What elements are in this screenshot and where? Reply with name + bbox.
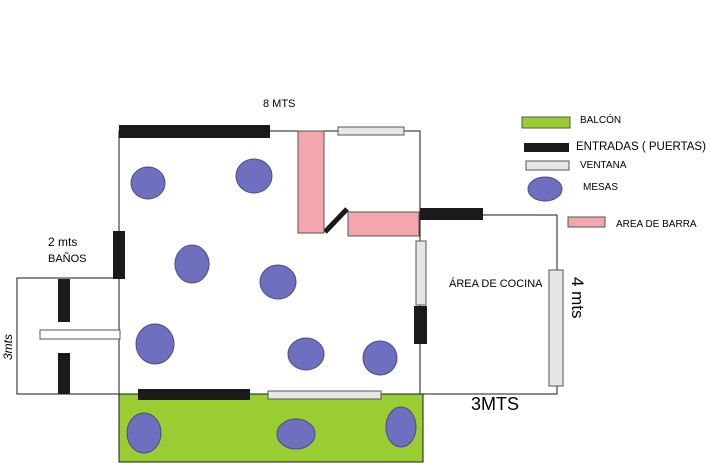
legend-swatch-window <box>525 160 570 171</box>
door-kitchen-side <box>414 306 427 344</box>
bar-counter-vertical <box>297 130 325 234</box>
door-bath-upper <box>58 279 70 322</box>
legend-label-window: VENTANA <box>580 160 627 171</box>
door-bathroom-entry <box>113 231 125 279</box>
label-top-width: 8 MTS <box>263 98 295 110</box>
legend-swatch-balcony <box>521 116 571 129</box>
table <box>174 244 210 284</box>
legend-label-balcony: BALCÓN <box>580 113 621 126</box>
label-bath-width: 2 mts <box>48 235 77 249</box>
table <box>135 323 175 365</box>
balcony-area <box>118 393 424 463</box>
legend-swatch-bar <box>567 216 606 228</box>
door-kitchen-top <box>420 208 483 220</box>
door-bath-lower <box>58 353 70 394</box>
table <box>130 166 166 200</box>
label-kitchen: ÁREA DE COCINA <box>449 277 543 290</box>
window-top <box>337 126 405 136</box>
label-bath-height: 3mts <box>1 334 15 360</box>
window-balcony <box>267 390 382 400</box>
table <box>126 412 162 454</box>
table <box>385 406 417 448</box>
label-bath-name: BAÑOS <box>48 252 87 265</box>
legend-label-entrances: ENTRADAS ( PUERTAS) <box>576 141 706 153</box>
table <box>362 340 398 376</box>
legend-swatch-entrances <box>524 143 569 152</box>
table <box>287 337 325 371</box>
label-kitchen-width: 3MTS <box>471 394 519 414</box>
legend-label-bar: AREA DE BARRA <box>616 219 697 230</box>
legend: BALCÓN ENTRADAS ( PUERTAS) VENTANA MESAS… <box>521 113 706 230</box>
legend-label-tables: MESAS <box>583 182 618 193</box>
table <box>235 158 273 194</box>
kitchen-wall <box>420 214 558 395</box>
table <box>259 264 297 300</box>
bar-counter-horizontal <box>347 211 420 237</box>
bar-swing-door <box>323 207 349 234</box>
label-kitchen-height: 4 mts <box>568 277 587 319</box>
table <box>276 418 316 450</box>
window-kitchen-right <box>548 269 564 387</box>
door-top <box>119 125 270 138</box>
legend-swatch-tables <box>527 176 563 202</box>
door-balcony <box>138 389 250 400</box>
window-bathroom <box>39 329 121 340</box>
window-kitchen-left <box>415 240 427 306</box>
